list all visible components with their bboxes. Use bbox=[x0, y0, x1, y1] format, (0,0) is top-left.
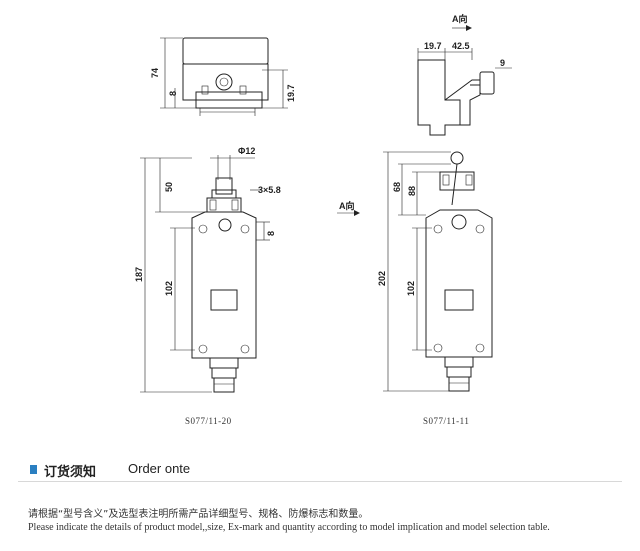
dim-19-7: 19.7 bbox=[424, 41, 442, 51]
dim-102-right: 102 bbox=[406, 281, 416, 296]
dim-slot: 3×5.8 bbox=[258, 185, 281, 195]
right-front-view bbox=[337, 151, 493, 392]
section-divider bbox=[18, 481, 622, 482]
caption-left: S077/11-20 bbox=[185, 416, 232, 426]
section-title-cn: 订货须知 bbox=[44, 465, 97, 480]
dim-88: 88 bbox=[407, 186, 417, 196]
dim-102-left: 102 bbox=[164, 281, 174, 296]
order-note-cn: 请根据“型号含义”及选型表注明所需产品详细型号、规格、防爆标志和数量。 bbox=[28, 509, 369, 520]
a-arrow-label: A向 bbox=[339, 200, 355, 211]
section-title-en: Order onte bbox=[128, 461, 191, 476]
dim-68: 68 bbox=[392, 182, 402, 192]
dim-50: 50 bbox=[164, 182, 174, 192]
right-a-view bbox=[417, 25, 512, 136]
left-front-view bbox=[140, 155, 270, 393]
dim-8-top: 8 bbox=[168, 91, 178, 96]
caption-right: S077/11-11 bbox=[423, 416, 469, 426]
dim-42-5: 42.5 bbox=[452, 41, 470, 51]
dim-202: 202 bbox=[377, 271, 387, 286]
dim-9: 9 bbox=[500, 58, 505, 68]
left-top-view bbox=[160, 37, 288, 116]
dim-74: 74 bbox=[150, 68, 160, 78]
a-view-label: A向 bbox=[452, 13, 468, 24]
order-notice-header: 订货须知 Order onte bbox=[18, 457, 622, 483]
dim-8-right: 8 bbox=[266, 231, 276, 236]
dim-19-7-side: 19.7 bbox=[286, 84, 296, 102]
section-marker-icon bbox=[30, 465, 37, 474]
dim-187: 187 bbox=[134, 267, 144, 282]
technical-drawing: 74 8 19.7 A向 19.7 42.5 9 bbox=[134, 13, 512, 426]
dim-phi12: Φ12 bbox=[238, 146, 255, 156]
order-note-en: Please indicate the details of product m… bbox=[28, 522, 550, 533]
